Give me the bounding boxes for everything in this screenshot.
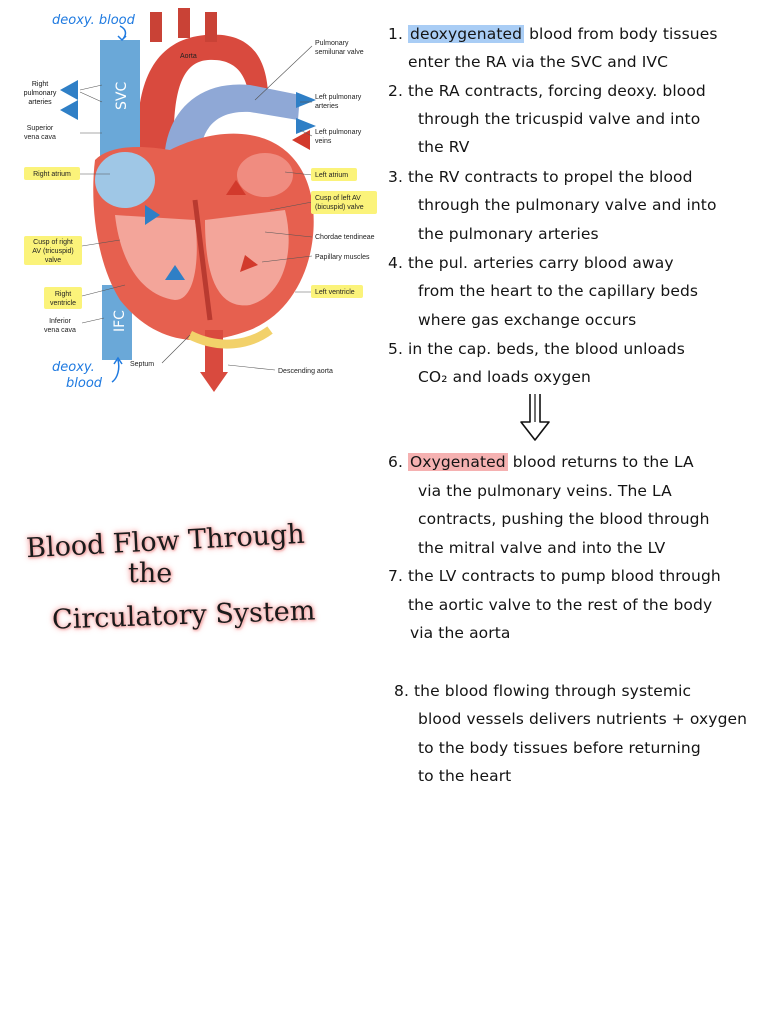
flow-arrows [60,80,316,280]
step-3: 3. the RV contracts to propel the blood [388,163,693,192]
label-right-ventricle-1: Right [55,291,71,298]
page-title: Blood Flow Through the Circulatory Syste… [22,508,382,658]
step-4-text-a: the pul. arteries carry blood away [408,254,674,272]
label-right-pulmonary-arteries-3: arteries [28,99,52,106]
step-1-highlight: deoxygenated [408,25,525,43]
label-papillary-muscles: Papillary muscles [315,254,370,261]
label-left-pulmonary-arteries-1: Left pulmonary [315,94,362,101]
step-5-text-a: in the cap. beds, the blood unloads [408,340,685,358]
label-descending-aorta: Descending aorta [278,368,333,375]
step-1-number: 1. [388,25,403,43]
step-6-number: 6. [388,453,403,471]
step-1-text-a: blood from body tissues [529,25,718,43]
annotation-deoxy-blood-top: deoxy. blood [52,13,136,28]
step-7-text-a: the LV contracts to pump blood through [408,567,721,585]
step-2-text-b: through the tricuspid valve and into [418,110,701,128]
annotation-blood: blood [66,376,103,391]
step-8-number: 8. [394,682,409,700]
step-2: 2. the RA contracts, forcing deoxy. blood [388,77,706,106]
label-left-ventricle: Left ventricle [315,289,355,296]
right-atrium-shape [95,152,155,208]
step-6-highlight: Oxygenated [408,453,508,471]
step-4-text-c: where gas exchange occurs [418,311,637,329]
label-cusp-right-av-1: Cusp of right [33,239,73,246]
step-4: 4. the pul. arteries carry blood away [388,249,674,278]
label-right-pulmonary-arteries-1: Right [32,81,48,88]
label-left-atrium: Left atrium [315,172,348,179]
step-8-text-b: blood vessels delivers nutrients + oxyge… [418,710,748,728]
step-2-text-c: the RV [418,138,470,156]
step-6-text-d: the mitral valve and into the LV [418,539,666,557]
step-4-text-b: from the heart to the capillary beds [418,282,699,300]
step-5: 5. in the cap. beds, the blood unloads [388,335,685,364]
step-3-text-a: the RV contracts to propel the blood [408,168,693,186]
label-chordae-tendineae: Chordae tendineae [315,234,375,241]
label-inferior-vena-cava-2: vena cava [44,327,76,334]
step-7: 7. the LV contracts to pump blood through [388,562,721,591]
step-4-number: 4. [388,254,403,272]
label-pulmonary-valve-1: Pulmonary [315,40,349,47]
step-3-number: 3. [388,168,403,186]
step-2-number: 2. [388,82,403,100]
label-superior-vena-cava-2: vena cava [24,134,56,141]
step-6-text-a: blood returns to the LA [512,453,694,471]
label-pulmonary-valve-2: semilunar valve [315,49,364,56]
step-6: 6. Oxygenated blood returns to the LA [388,448,694,477]
step-7-text-c: via the aorta [410,624,511,642]
descending-aorta-shape [205,330,223,375]
label-superior-vena-cava-1: Superior [27,125,54,132]
step-5-text-b: CO₂ and loads oxygen [418,368,591,386]
step-3-text-b: through the pulmonary valve and into [418,196,717,214]
step-8-text-d: to the heart [418,767,512,785]
step-8: 8. the blood flowing through systemic [394,677,691,706]
title-line-2: the [128,558,173,589]
down-arrow-icon [520,394,550,441]
left-atrium-shape [237,153,293,197]
label-right-ventricle-2: ventricle [50,300,76,307]
heart-diagram: deoxy. blood deoxy. blood SVC IFC Aorta … [24,8,377,392]
label-left-pulmonary-veins-1: Left pulmonary [315,129,362,136]
ifc-label: IFC [112,310,128,332]
superior-vena-cava-shape [100,40,140,160]
step-6-text-c: contracts, pushing the blood through [418,510,710,528]
step-7-number: 7. [388,567,403,585]
label-cusp-left-av-1: Cusp of left AV [315,195,361,202]
label-cusp-left-av-2: (bicuspid) valve [315,204,364,211]
step-7-text-b: the aortic valve to the rest of the body [408,596,713,614]
label-cusp-right-av-3: valve [45,257,61,264]
step-5-number: 5. [388,340,403,358]
title-line-3: Circulatory System [51,595,316,636]
label-inferior-vena-cava-1: Inferior [49,318,71,325]
step-8-text-c: to the body tissues before returning [418,739,701,757]
step-6-text-b: via the pulmonary veins. The LA [418,482,672,500]
label-right-pulmonary-arteries-2: pulmonary [24,90,57,97]
label-left-pulmonary-veins-2: veins [315,138,332,145]
step-1-text-b: enter the RA via the SVC and IVC [408,53,669,71]
step-2-text-a: the RA contracts, forcing deoxy. blood [408,82,706,100]
label-septum: Septum [130,361,154,368]
step-8-text-a: the blood flowing through systemic [414,682,692,700]
label-cusp-right-av-2: AV (tricuspid) [32,248,74,255]
label-right-atrium: Right atrium [33,171,71,178]
step-3-text-c: the pulmonary arteries [418,225,599,243]
label-aorta: Aorta [180,53,197,60]
label-left-pulmonary-arteries-2: arteries [315,103,339,110]
annotation-deoxy: deoxy. [52,360,95,375]
svc-label: SVC [114,82,130,110]
step-1: 1. deoxygenated blood from body tissues [388,20,718,49]
